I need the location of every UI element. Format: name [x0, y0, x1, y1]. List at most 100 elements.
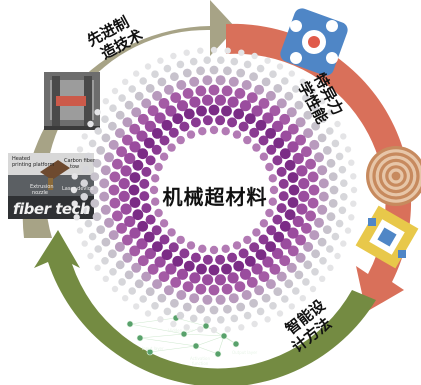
pattern-dot: [202, 294, 213, 305]
pattern-dot: [303, 110, 313, 120]
pattern-dot: [109, 171, 121, 183]
pattern-dot: [286, 107, 297, 118]
pattern-dot: [284, 209, 296, 221]
nn-link: [139, 337, 197, 347]
pattern-dot: [272, 214, 283, 225]
pattern-dot: [176, 290, 187, 300]
pattern-dot: [80, 179, 88, 187]
pattern-dot: [221, 85, 233, 97]
pattern-dot: [183, 49, 190, 56]
pattern-dot: [269, 185, 279, 195]
pattern-dot: [136, 238, 148, 250]
pattern-dot: [256, 64, 265, 73]
pattern-dot: [295, 234, 306, 246]
pattern-dot: [294, 100, 304, 110]
pattern-dot: [101, 237, 111, 247]
pattern-dot: [292, 287, 300, 295]
pattern-dot: [309, 87, 317, 95]
pattern-dot: [298, 190, 310, 202]
pattern-dot: [326, 212, 336, 222]
pattern-dot: [96, 225, 106, 235]
pattern-dot: [238, 121, 249, 132]
pattern-dot: [172, 255, 184, 267]
pattern-dot: [170, 52, 177, 60]
pattern-dot: [244, 113, 256, 125]
pattern-dot: [278, 191, 289, 202]
pattern-dot: [302, 94, 310, 102]
pattern-dot: [129, 123, 141, 135]
pattern-dot: [196, 263, 207, 275]
pattern-dot: [159, 152, 169, 161]
pattern-dot: [318, 191, 329, 202]
pattern-dot: [94, 127, 102, 135]
pattern-dot: [129, 172, 141, 183]
pattern-dot: [232, 241, 242, 250]
pattern-dot: [92, 212, 102, 222]
pattern-dot: [255, 249, 267, 261]
pattern-dot: [87, 252, 94, 260]
pattern-dot: [314, 217, 324, 228]
pattern-dot: [295, 252, 306, 263]
pattern-dot: [223, 304, 232, 314]
pattern-dot: [208, 284, 220, 296]
pattern-dot: [132, 209, 144, 221]
pattern-dot: [269, 263, 281, 275]
pattern-dot: [112, 210, 123, 222]
pattern-dot: [100, 165, 111, 176]
pattern-dot: [202, 274, 214, 286]
printer-machine-image: [44, 72, 100, 130]
pattern-dot: [280, 238, 292, 250]
metamaterial-dot-pattern: [70, 46, 358, 334]
pattern-dot: [262, 112, 274, 124]
pattern-dot: [276, 203, 287, 214]
pattern-dot: [114, 128, 125, 139]
pattern-dot: [139, 178, 150, 189]
pattern-dot: [269, 105, 281, 117]
pattern-dot: [209, 245, 219, 255]
pattern-dot: [102, 275, 110, 282]
pattern-dot: [221, 283, 233, 295]
pattern-dot: [152, 241, 163, 253]
pattern-dot: [176, 80, 187, 90]
photo-brand: fiber tech: [13, 200, 91, 218]
pattern-dot: [230, 57, 239, 66]
pattern-dot: [129, 197, 141, 208]
pattern-dot: [236, 68, 246, 78]
pattern-dot: [116, 146, 127, 158]
pattern-dot: [152, 127, 163, 139]
pattern-dot: [176, 268, 189, 280]
pattern-dot: [227, 272, 239, 284]
pattern-dot: [190, 252, 201, 263]
nn-link: [195, 335, 225, 347]
pattern-dot: [122, 78, 129, 86]
pattern-dot: [157, 316, 164, 323]
pattern-dot: [340, 133, 347, 140]
pattern-dot: [209, 305, 219, 315]
pattern-dot: [318, 178, 329, 189]
pattern-dot: [92, 158, 102, 168]
pattern-dot: [183, 324, 190, 331]
pattern-dot: [279, 255, 291, 267]
pattern-dot: [137, 255, 149, 267]
nn-node: [192, 342, 200, 350]
pattern-dot: [350, 200, 357, 207]
pattern-dot: [118, 278, 126, 286]
pattern-dot: [292, 215, 304, 228]
pattern-dot: [268, 197, 277, 206]
pattern-dot: [227, 117, 238, 128]
pattern-dot: [344, 146, 352, 153]
pattern-dot: [143, 137, 155, 149]
pattern-dot: [281, 77, 289, 85]
pattern-dot: [326, 158, 336, 168]
nn-label-output: Output layer: [232, 350, 258, 355]
pattern-dot: [273, 84, 283, 93]
pattern-dot: [298, 178, 310, 190]
pattern-dot: [278, 178, 289, 189]
pattern-dot: [217, 56, 225, 64]
pattern-dot: [94, 245, 102, 253]
pattern-dot: [301, 222, 312, 234]
pattern-dot: [170, 320, 177, 328]
pattern-dot: [81, 165, 90, 174]
pattern-dot: [295, 117, 306, 128]
pattern-dot: [221, 244, 230, 253]
